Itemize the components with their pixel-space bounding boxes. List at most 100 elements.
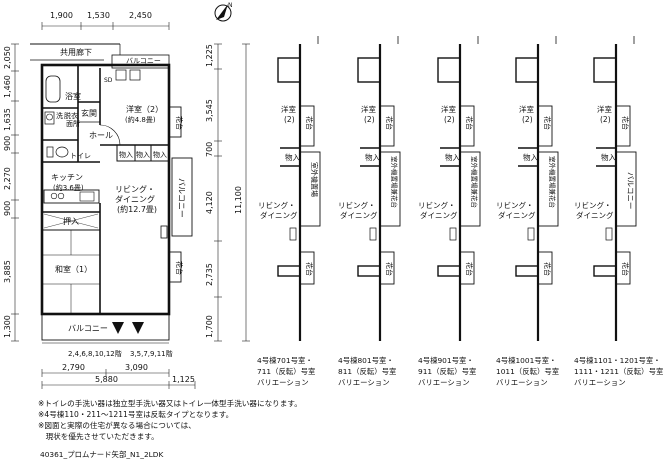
var5-outdoor: バルコニー	[626, 172, 635, 209]
label-kitchen-size: (約3.6畳)	[53, 183, 84, 192]
drawing-code: 40361_プロムナード矢部_N1_2LDK	[40, 450, 164, 459]
var1-outdoor: 室外機置場	[310, 162, 319, 197]
label-bath: 浴室	[65, 91, 81, 101]
var3-living2: ダイニング	[420, 210, 458, 220]
note-1: ※トイレの手洗い器は独立型手洗い器又はトイレ一体型手洗い器になります。	[38, 399, 302, 408]
var3-line2: 911（反転）号室	[418, 367, 477, 376]
var2-num: (2)	[364, 115, 375, 124]
var3-line1: 4号棟901号室・	[418, 356, 474, 365]
var4-line1: 4号棟1001号室・	[496, 356, 557, 365]
main-unit-plan: 共用廊下 バルコニー 浴室 洗 脱衣 面所 玄関 洋室（2） (約4.8畳) ホ…	[30, 43, 193, 358]
var4-living2: ダイニング	[498, 210, 536, 220]
label-wash-2: 脱衣	[64, 111, 78, 120]
note-3: ※図面と実際の住宅が異なる場合については、	[38, 421, 196, 430]
notes-block: ※トイレの手洗い器は独立型手洗い器又はトイレ一体型手洗い器になります。 ※4号棟…	[38, 398, 302, 442]
var5-living1: リビング・	[574, 200, 612, 210]
var2-outdoor: 室外機置場兼花台	[390, 156, 399, 208]
variation-caption-3: 4号棟901号室・ 911（反転）号室 バリエーション	[418, 355, 476, 388]
var4-num: (2)	[522, 115, 533, 124]
dim-left-5: 2,270	[3, 167, 12, 190]
var1-line3: バリエーション	[257, 378, 309, 387]
note-4: 現状を優先させていただきます。	[38, 432, 159, 441]
dim-bottom-1: 2,790	[62, 363, 85, 372]
label-living-2: ダイニング	[115, 194, 155, 204]
label-storage-1: 物入	[119, 150, 133, 159]
var1-western: 洋室	[281, 104, 296, 114]
var5-num: (2)	[600, 115, 611, 124]
dim-right-4: 4,120	[205, 191, 214, 214]
var5-line3: バリエーション	[574, 378, 626, 387]
var5-flower-top: 花台	[621, 116, 630, 130]
var1-living1: リビング・	[258, 200, 296, 210]
label-corridor: 共用廊下	[60, 47, 92, 57]
var2-western: 洋室	[361, 104, 376, 114]
label-living-size: (約12.7畳)	[117, 204, 157, 214]
var2-line2: 811（反転）号室	[338, 367, 397, 376]
dim-right-total: 11,100	[234, 186, 243, 214]
label-flower-2: 花台	[175, 261, 184, 275]
label-wash-1: 洗	[56, 111, 63, 120]
var4-western: 洋室	[519, 104, 534, 114]
var5-western: 洋室	[597, 104, 612, 114]
variation-caption-2: 4号棟801号室・ 811（反転）号室 バリエーション	[338, 355, 396, 388]
dim-left-1: 2,050	[3, 46, 12, 69]
dim-left-4: 900	[3, 136, 12, 151]
dim-right-5: 2,735	[205, 263, 214, 286]
dim-left-2: 1,460	[3, 75, 12, 98]
var3-western: 洋室	[441, 104, 456, 114]
compass-label: N	[228, 2, 233, 9]
label-toilet: トイレ	[70, 152, 91, 160]
label-japanese: 和室（1）	[55, 264, 92, 274]
variation-4	[515, 36, 559, 341]
dim-right-3: 700	[205, 142, 214, 157]
var4-living1: リビング・	[496, 200, 534, 210]
dim-left-6: 900	[3, 201, 12, 216]
dim-left-7: 3,885	[3, 260, 12, 283]
var1-line1: 4号棟701号室・	[257, 356, 313, 365]
var3-flower-top: 花台	[465, 116, 474, 130]
unit-note-a: 2,4,6,8,10,12階	[68, 349, 122, 358]
variation-5	[593, 36, 637, 341]
dim-bottom-extra: 1,125	[172, 375, 195, 384]
dimension-texts: 1,900 1,530 2,450 2,050 1,460 1,635 900 …	[3, 11, 243, 384]
dim-right-6: 1,700	[205, 315, 214, 338]
var3-line3: バリエーション	[418, 378, 470, 387]
dim-left-3: 1,635	[3, 108, 12, 131]
label-living-1: リビング・	[115, 184, 155, 194]
variation-caption-1: 4号棟701号室・ 711（反転）号室 バリエーション	[257, 355, 315, 388]
variation-1	[277, 36, 321, 341]
variation-3	[437, 36, 481, 341]
var2-flower-bottom: 花台	[385, 262, 394, 276]
var5-living2: ダイニング	[576, 210, 614, 220]
var1-living2: ダイニング	[260, 210, 298, 220]
note-2: ※4号棟110・211〜1211号室は反転タイプとなります。	[38, 410, 234, 419]
var3-num: (2)	[444, 115, 455, 124]
variation-plans: 洋室 (2) 花台 物入 室外機置場 リビング・ ダイニング 花台 洋室 (2)…	[258, 36, 637, 341]
dimension-lines	[11, 22, 250, 389]
label-western-size: (約4.8畳)	[125, 115, 156, 124]
var1-storage: 物入	[285, 152, 300, 162]
var4-flower-top: 花台	[543, 116, 552, 130]
var4-storage: 物入	[523, 152, 538, 162]
var5-line2: 1111・1211（反転）号室	[574, 367, 664, 376]
dim-left-8: 1,300	[3, 315, 12, 338]
var3-flower-bottom: 花台	[465, 262, 474, 276]
var5-line1: 4号棟1101・1201号室・	[574, 356, 661, 365]
var1-flower-top: 花台	[305, 116, 314, 130]
variation-2	[357, 36, 401, 341]
label-entrance: 玄関	[81, 108, 97, 118]
var2-line1: 4号棟801号室・	[338, 356, 394, 365]
dim-top-1: 1,900	[50, 11, 73, 20]
var4-line3: バリエーション	[496, 378, 548, 387]
var5-storage: 物入	[601, 152, 616, 162]
label-oshiire: 押入	[63, 216, 79, 226]
var1-line2: 711（反転）号室	[257, 367, 316, 376]
var2-living1: リビング・	[338, 200, 376, 210]
variation-caption-5: 4号棟1101・1201号室・ 1111・1211（反転）号室 バリエーション	[574, 355, 663, 388]
label-flower-1: 花台	[175, 116, 184, 130]
label-kitchen: キッチン	[51, 173, 83, 182]
label-balcony-side: バルコニー	[177, 178, 186, 218]
var1-flower-bottom: 花台	[305, 262, 314, 276]
var3-storage: 物入	[445, 152, 460, 162]
var2-line3: バリエーション	[338, 378, 390, 387]
